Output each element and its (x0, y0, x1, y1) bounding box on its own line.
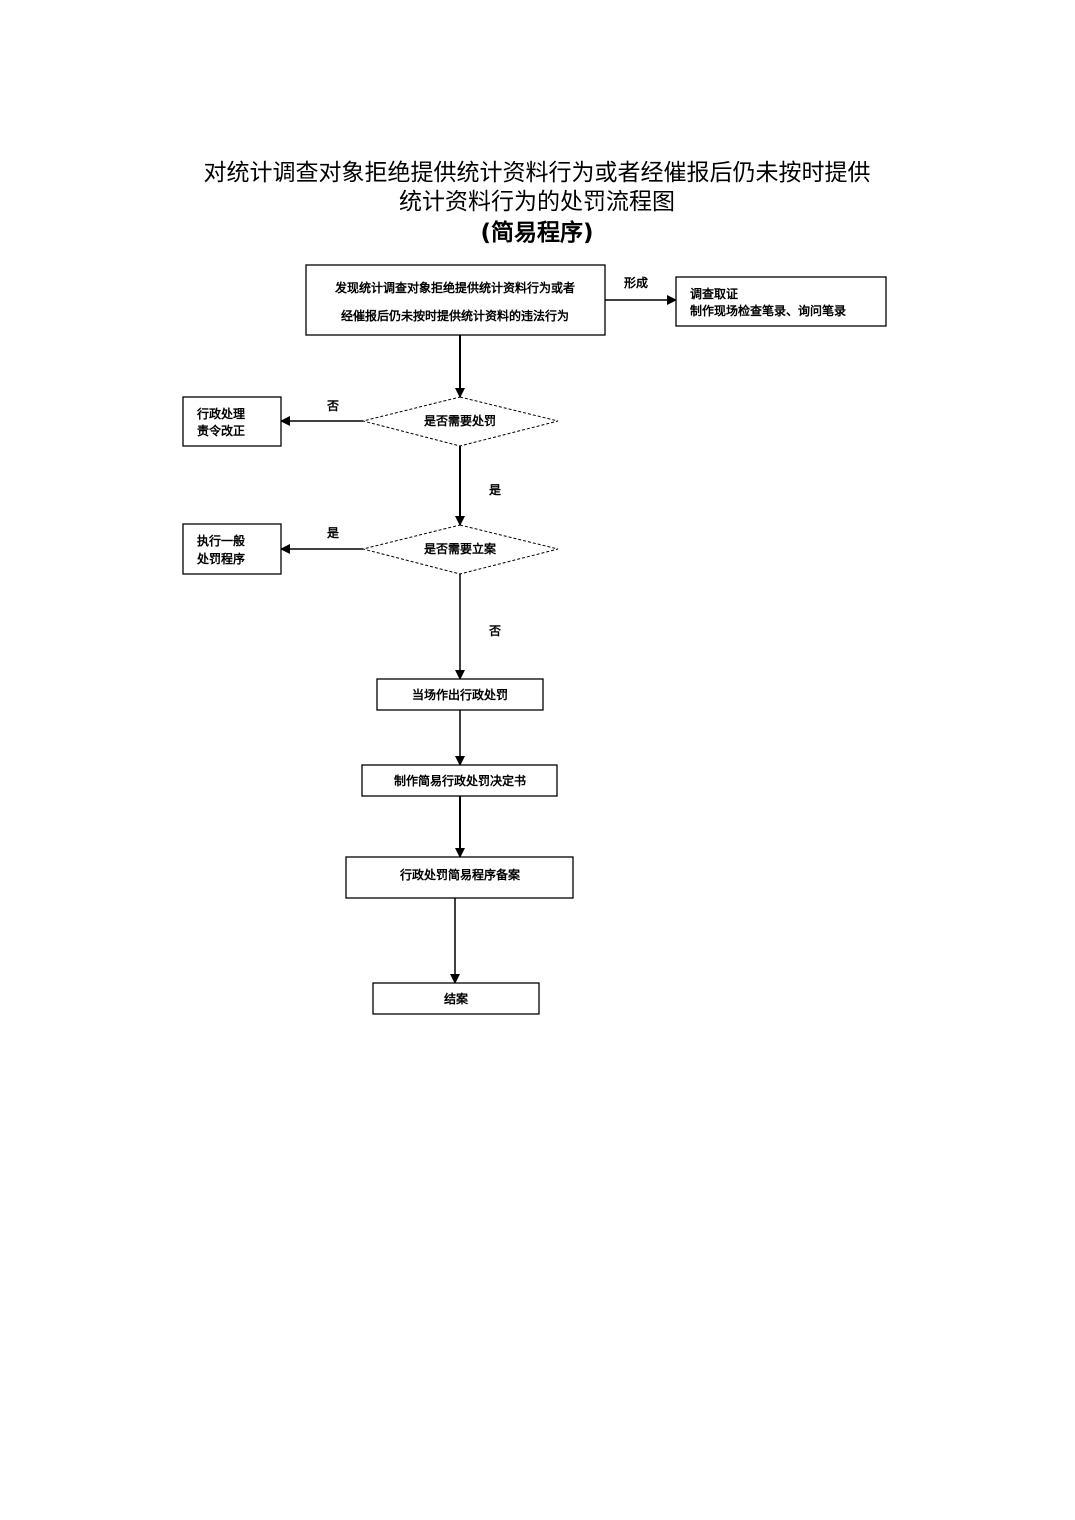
decision-penalty-node: 是否需要处罚 (362, 396, 559, 447)
edge-label-yes-1: 是 (488, 483, 502, 497)
filing-label: 行政处罚简易程序备案 (399, 867, 521, 882)
evidence-node-line-2: 制作现场检查笔录、询问笔录 (690, 303, 846, 318)
edge-label-no-2: 否 (488, 624, 501, 638)
edge-label-form: 形成 (624, 275, 648, 290)
edge-label-no-1: 否 (326, 399, 339, 413)
start-node: 发现统计调查对象拒绝提供统计资料行为或者 经催报后仍未按时提供统计资料的违法行为 (305, 264, 606, 336)
filing-node: 行政处罚简易程序备案 (345, 856, 574, 899)
admin-handling-line-2: 责令改正 (197, 423, 245, 438)
general-procedure-line-2: 处罚程序 (196, 551, 245, 566)
admin-handling-line-1: 行政处理 (196, 406, 245, 421)
onsite-penalty-label: 当场作出行政处罚 (412, 687, 508, 702)
close-case-label: 结案 (444, 991, 469, 1006)
general-procedure-line-1: 执行一般 (197, 533, 245, 548)
admin-handling-node: 行政处理 责令改正 (182, 396, 282, 447)
decision-penalty-label: 是否需要处罚 (423, 413, 496, 428)
title-line-1: 对统计调查对象拒绝提供统计资料行为或者经催报后仍未按时提供 (204, 160, 871, 186)
start-node-line-1: 发现统计调查对象拒绝提供统计资料行为或者 (334, 280, 575, 295)
decision-case-node: 是否需要立案 (362, 524, 559, 575)
onsite-penalty-node: 当场作出行政处罚 (376, 678, 544, 711)
make-decision-node: 制作简易行政处罚决定书 (361, 764, 558, 797)
make-decision-label: 制作简易行政处罚决定书 (394, 773, 526, 788)
evidence-node: 调查取证 制作现场检查笔录、询问笔录 (675, 276, 887, 327)
evidence-node-line-1: 调查取证 (690, 286, 738, 301)
general-procedure-node: 执行一般 处罚程序 (182, 523, 282, 575)
title-line-3: (简易程序) (480, 219, 593, 246)
decision-case-label: 是否需要立案 (423, 541, 497, 556)
close-case-node: 结案 (372, 982, 540, 1015)
title-line-2: 统计资料行为的处罚流程图 (399, 189, 675, 215)
start-node-line-2: 经催报后仍未按时提供统计资料的违法行为 (341, 308, 569, 323)
edge-label-yes-2: 是 (326, 526, 340, 540)
